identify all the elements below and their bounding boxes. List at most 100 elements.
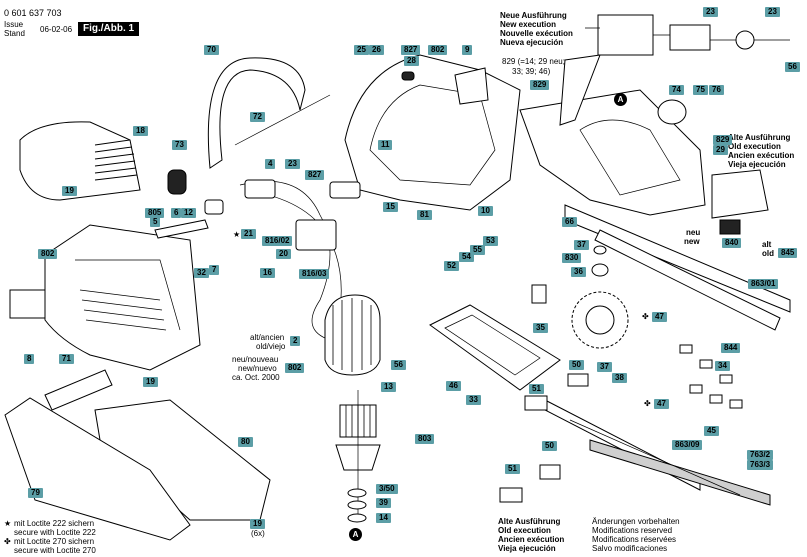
tag-15: 15 — [383, 202, 398, 212]
housing-top — [344, 54, 521, 211]
old-execution-right-en: Old execution — [728, 142, 781, 151]
tag-33: 33 — [466, 395, 481, 405]
tag-802-b: 802 — [38, 249, 58, 259]
switch-12 — [204, 199, 224, 215]
old-execution-right-es: Vieja ejecución — [728, 160, 786, 169]
tag-13: 13 — [381, 382, 396, 392]
tag-829: 829 — [530, 80, 550, 90]
tag-75: 75 — [693, 85, 708, 95]
tag-12: 12 — [181, 208, 196, 218]
tag-45: 45 — [704, 426, 719, 436]
tag-56-a: 56 — [391, 360, 406, 370]
plate-33 — [429, 304, 561, 391]
tag-803: 803 — [415, 434, 435, 444]
marker-a-bottom: A — [349, 528, 362, 541]
tag-79: 79 — [28, 488, 43, 498]
footer-right-es: Salvo modificaciones — [592, 544, 668, 553]
loctite-270-de: mit Loctite 270 sichern — [14, 537, 95, 546]
tag-10: 10 — [478, 206, 493, 216]
arm-bracket — [559, 54, 601, 126]
base-shoe-79 — [4, 397, 191, 541]
tag-11: 11 — [378, 140, 393, 150]
alt-ancien-line1: alt/ancien — [250, 333, 285, 342]
old-execution-bottom-es: Vieja ejecución — [498, 544, 556, 553]
tag-37-a: 37 — [574, 240, 589, 250]
loctite-222-en: secure with Loctite 222 — [14, 528, 96, 537]
tag-71: 71 — [59, 354, 74, 364]
tag-47-b: 47 — [654, 399, 669, 409]
old-execution-bottom-fr: Ancien exécution — [498, 535, 565, 544]
tag-26: 26 — [369, 45, 384, 55]
tag-829-old: 829 — [713, 135, 733, 145]
marker-a-top: A — [614, 93, 627, 106]
issue-label: Issue — [4, 20, 24, 29]
stator — [324, 294, 381, 376]
new-execution-es: Nueva ejecución — [500, 38, 564, 47]
neu-nouveau-line2: new/nuevo — [238, 364, 277, 373]
tag-81: 81 — [417, 210, 432, 220]
switch-827 — [329, 181, 361, 199]
tag-53: 53 — [483, 236, 498, 246]
tag-8: 8 — [24, 354, 35, 364]
cross-marker-47b: ✤ — [644, 399, 651, 408]
part-51 — [524, 395, 548, 411]
tag-74: 74 — [669, 85, 684, 95]
blade-guide — [594, 229, 781, 331]
tag-2: 2 — [290, 336, 301, 346]
tag-54: 54 — [459, 252, 474, 262]
neu-nouveau-line1: neu/nouveau — [232, 355, 279, 364]
new-execution-fr: Nouvelle exécution — [500, 29, 573, 38]
tag-32: 32 — [194, 268, 209, 278]
old-execution-bottom-en: Old execution — [498, 526, 551, 535]
tag-14: 14 — [376, 513, 391, 523]
tag-37-b: 37 — [597, 362, 612, 372]
tag-816-02: 816/02 — [262, 236, 293, 246]
tag-72: 72 — [250, 112, 265, 122]
tag-20: 20 — [276, 249, 291, 259]
tag-830: 830 — [562, 253, 582, 263]
tag-38: 38 — [612, 373, 627, 383]
old-housing — [711, 169, 769, 219]
handle-knob — [167, 169, 187, 195]
tag-51-b: 51 — [505, 464, 520, 474]
cord-805 — [154, 219, 209, 239]
new-execution-note-1: 829 (=14; 29 neu; — [502, 57, 565, 66]
tag-25: 25 — [354, 45, 369, 55]
tag-844: 844 — [721, 343, 741, 353]
tag-18: 18 — [133, 126, 148, 136]
loctite-270-en: secure with Loctite 270 — [14, 546, 96, 555]
tag-19-b: 19 — [143, 377, 158, 387]
tag-36: 36 — [571, 267, 586, 277]
part-50-old — [539, 464, 561, 480]
tag-763-3: 763/3 — [747, 460, 774, 470]
old-execution-right-de: Alte Ausführung — [728, 133, 791, 142]
tag-21: 21 — [241, 229, 256, 239]
tag-47-a: 47 — [652, 312, 667, 322]
tag-863-01: 863/01 — [748, 279, 779, 289]
housing-lower — [44, 224, 201, 371]
tag-35: 35 — [533, 323, 548, 333]
tag-863-09: 863/09 — [672, 440, 703, 450]
old-execution-bottom-de: Alte Ausführung — [498, 517, 561, 526]
tag-50-b: 50 — [542, 441, 557, 451]
part-51-old — [499, 487, 523, 503]
tag-29: 29 — [713, 145, 728, 155]
pad-840 — [719, 219, 741, 235]
tag-23-b: 23 — [703, 7, 718, 17]
tag-55: 55 — [470, 245, 485, 255]
figure-label: Fig./Abb. 1 — [78, 22, 140, 36]
plate-8 — [9, 289, 46, 319]
tag-7: 7 — [209, 265, 220, 275]
block-35 — [531, 284, 547, 304]
old-label: old — [762, 249, 774, 258]
tag-16: 16 — [260, 268, 275, 278]
cap-plate — [454, 67, 489, 105]
tag-66: 66 — [562, 217, 577, 227]
tag-23-c: 23 — [765, 7, 780, 17]
roller — [44, 369, 113, 411]
star-marker: ★ — [4, 519, 12, 528]
tag-5: 5 — [150, 217, 161, 227]
issue-date: 06-02-06 — [40, 25, 73, 34]
